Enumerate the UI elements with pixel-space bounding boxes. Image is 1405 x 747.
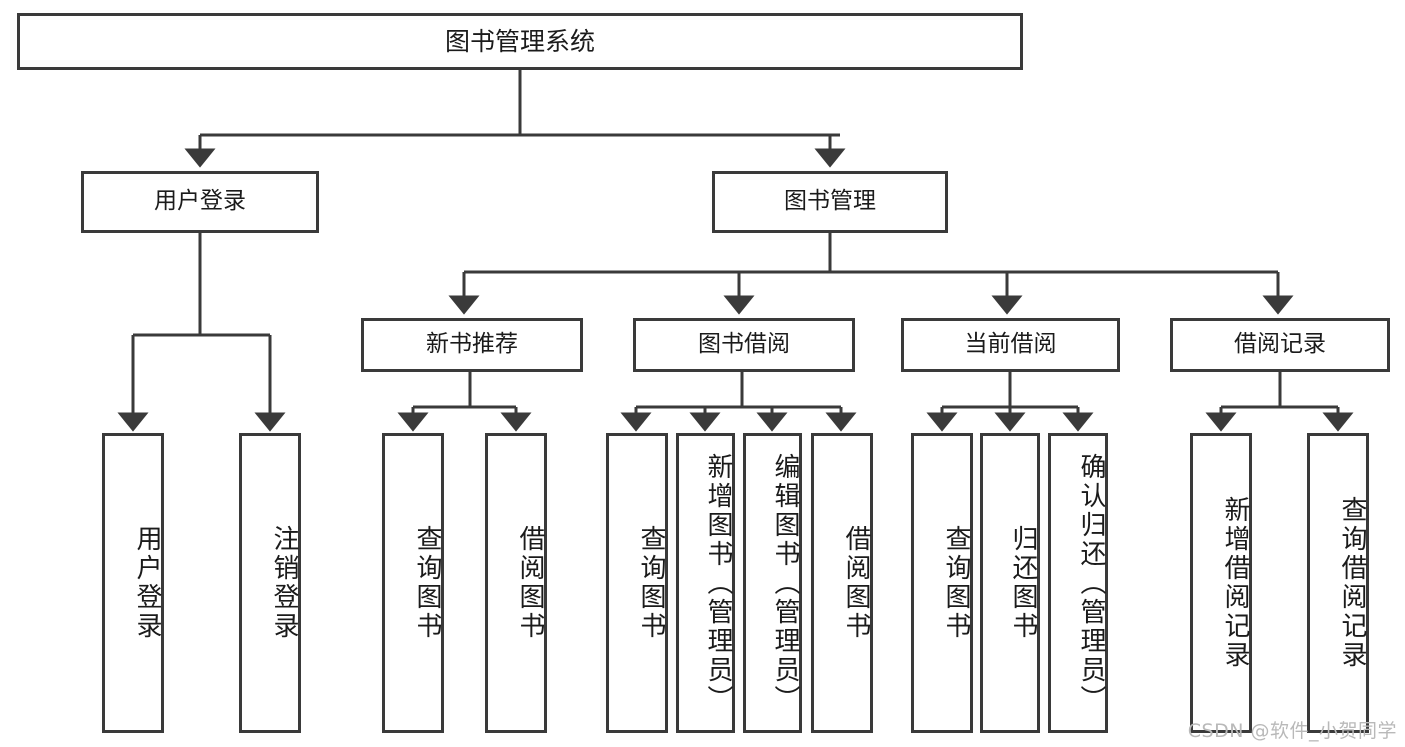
node-leaf-query-book-3[interactable]: 查询图书 — [911, 433, 973, 733]
node-label: 用户登录 — [132, 525, 162, 641]
node-label: 查询图书 — [636, 525, 666, 641]
node-label: 图书管理 — [784, 188, 876, 215]
node-borrow-record[interactable]: 借阅记录 — [1170, 318, 1390, 372]
node-leaf-query-book-1[interactable]: 查询图书 — [382, 433, 444, 733]
node-book-manage[interactable]: 图书管理 — [712, 171, 948, 233]
node-leaf-add-book[interactable]: 新增图书（管理员） — [676, 433, 735, 733]
node-leaf-query-book-2[interactable]: 查询图书 — [606, 433, 668, 733]
node-leaf-confirm-return[interactable]: 确认归还（管理员） — [1048, 433, 1108, 733]
node-label: 编辑图书（管理员） — [770, 452, 800, 714]
node-current-borrow[interactable]: 当前借阅 — [901, 318, 1120, 372]
node-leaf-borrow-book-1[interactable]: 借阅图书 — [485, 433, 547, 733]
node-label: 借阅图书 — [515, 525, 545, 641]
node-label: 查询图书 — [412, 525, 442, 641]
csdn-watermark: CSDN @软件_小贺同学 — [1187, 720, 1397, 742]
node-label: 新增借阅记录 — [1220, 496, 1250, 670]
node-leaf-borrow-book-2[interactable]: 借阅图书 — [811, 433, 873, 733]
node-leaf-return-book[interactable]: 归还图书 — [980, 433, 1040, 733]
node-label: 当前借阅 — [964, 331, 1057, 358]
node-root-system[interactable]: 图书管理系统 — [17, 13, 1023, 70]
node-leaf-edit-book[interactable]: 编辑图书（管理员） — [743, 433, 802, 733]
node-label: 查询借阅记录 — [1337, 496, 1367, 670]
node-user-login[interactable]: 用户登录 — [81, 171, 319, 233]
node-label: 归还图书 — [1008, 525, 1038, 641]
node-new-book-recommend[interactable]: 新书推荐 — [361, 318, 583, 372]
node-leaf-query-record[interactable]: 查询借阅记录 — [1307, 433, 1369, 733]
node-leaf-add-record[interactable]: 新增借阅记录 — [1190, 433, 1252, 733]
node-label: 用户登录 — [154, 188, 246, 215]
node-leaf-user-login[interactable]: 用户登录 — [102, 433, 164, 733]
node-book-borrow[interactable]: 图书借阅 — [633, 318, 855, 372]
node-label: 注销登录 — [269, 525, 299, 641]
node-label: 新增图书（管理员） — [703, 452, 733, 714]
node-label: 借阅记录 — [1234, 331, 1326, 358]
node-leaf-logout-login[interactable]: 注销登录 — [239, 433, 301, 733]
node-label: 确认归还（管理员） — [1076, 452, 1106, 714]
node-label: 查询图书 — [941, 525, 971, 641]
node-label: 图书借阅 — [698, 331, 790, 358]
node-label: 图书管理系统 — [444, 26, 595, 56]
node-label: 借阅图书 — [841, 525, 871, 641]
node-label: 新书推荐 — [426, 331, 518, 358]
